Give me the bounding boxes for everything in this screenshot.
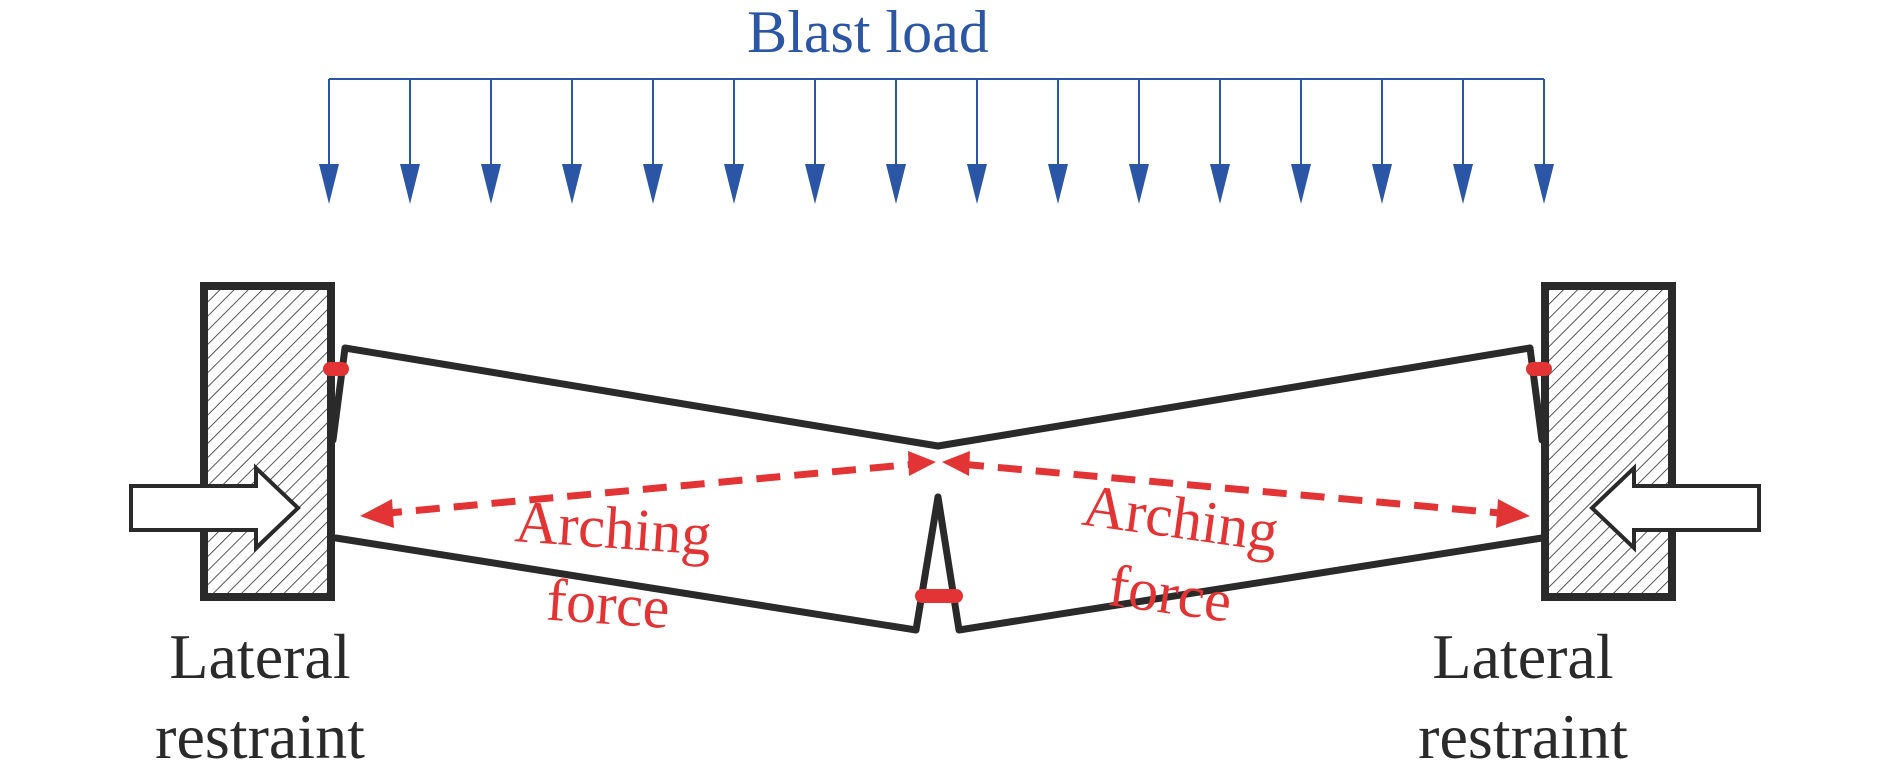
left-restraint-arrow (129, 463, 301, 553)
left-lateral-restraint (200, 282, 335, 601)
right-arching-label-line1: Arching (1079, 472, 1283, 565)
load-arrow-head (805, 164, 825, 204)
right-restraint-arrow (1589, 463, 1761, 553)
arching-force-arrows (360, 451, 1530, 528)
load-arrow-head (562, 164, 582, 204)
left-lateral-restraint-label: Lateral restraint (155, 621, 365, 772)
right-lateral-restraint-label: Lateral restraint (1418, 621, 1628, 772)
load-arrow-head (1534, 164, 1554, 204)
load-arrow-head (1372, 164, 1392, 204)
load-arrow-head (967, 164, 987, 204)
right-restraint-label-line2: restraint (1418, 701, 1628, 772)
plastic-hinges (323, 362, 1552, 603)
load-arrow-head (1129, 164, 1149, 204)
load-arrow-head (481, 164, 501, 204)
right-arching-force-line (959, 460, 1511, 518)
left-support-hinge (323, 362, 349, 376)
right-lateral-restraint (1541, 282, 1676, 601)
right-restraint-label-line1: Lateral (1432, 621, 1613, 692)
left-arching-arrowhead-outer (360, 499, 394, 528)
right-arching-force-label: Arching force (1079, 472, 1283, 635)
left-restraint-label-line2: restraint (155, 701, 365, 772)
load-arrow-head (319, 164, 339, 204)
right-arching-arrowhead-inner (942, 451, 970, 476)
left-arching-arrowhead-inner (908, 451, 936, 476)
right-support-hinge (1526, 362, 1552, 376)
load-arrow-head (724, 164, 744, 204)
left-arching-force-line (377, 460, 917, 518)
load-arrow-head (1048, 164, 1068, 204)
left-arching-force-label: Arching force (513, 488, 714, 641)
right-restraint-block (1541, 282, 1676, 601)
left-arching-label-line2: force (544, 567, 672, 641)
load-arrow-head (400, 164, 420, 204)
left-restraint-block (200, 282, 335, 601)
midspan-hinge (915, 589, 963, 603)
blast-load-title: Blast load (747, 0, 989, 65)
load-arrow-head (643, 164, 663, 204)
load-arrow-head (1291, 164, 1311, 204)
blast-load-arrows (319, 78, 1554, 204)
load-arrow-head (886, 164, 906, 204)
right-arching-label-line2: force (1105, 552, 1236, 635)
load-arrow-head (1453, 164, 1473, 204)
left-arching-label-line1: Arching (513, 488, 714, 568)
right-slab-segment (934, 344, 1546, 634)
left-restraint-label-line1: Lateral (169, 621, 350, 692)
load-arrow-head (1210, 164, 1230, 204)
right-arching-arrowhead-outer (1496, 499, 1530, 528)
